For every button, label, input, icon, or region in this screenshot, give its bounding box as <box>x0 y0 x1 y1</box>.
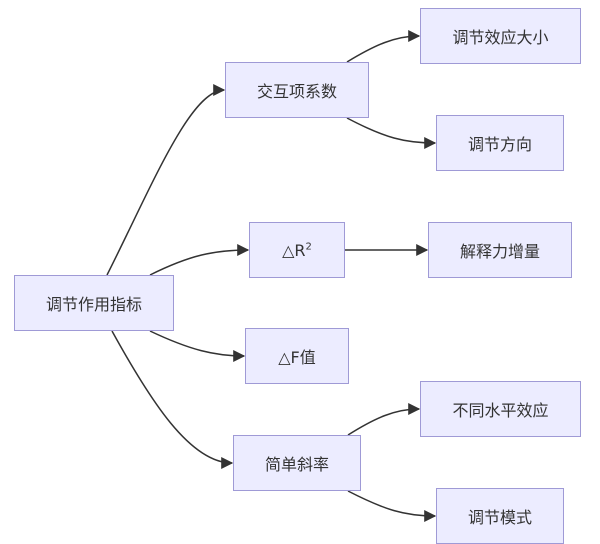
node-label: 解释力增量 <box>459 242 540 261</box>
node-label: 调节作用指标 <box>45 295 142 314</box>
diagram-canvas: 调节作用指标 交互项系数 调节效应大小 调节方向 △R2 解释力增量 △F值 简… <box>14 8 581 544</box>
edge-simple-slope-to-moderation-pattern <box>347 490 437 522</box>
node-label: 简单斜率 <box>264 455 329 474</box>
node-interaction-coefficient[interactable]: 交互项系数 <box>225 62 369 118</box>
node-explanatory-increment[interactable]: 解释力增量 <box>428 222 572 278</box>
node-effect-size[interactable]: 调节效应大小 <box>420 8 581 64</box>
edges-layer <box>106 30 437 522</box>
node-delta-r2[interactable]: △R2 <box>249 222 345 278</box>
edge-root-to-interaction-coef <box>106 84 226 276</box>
node-label: 不同水平效应 <box>452 401 549 420</box>
node-label: 调节模式 <box>467 508 532 527</box>
node-delta-f[interactable]: △F值 <box>245 328 349 384</box>
node-label: 调节效应大小 <box>452 28 549 47</box>
node-moderation-indicators[interactable]: 调节作用指标 <box>14 275 174 331</box>
node-moderation-pattern[interactable]: 调节模式 <box>436 488 564 544</box>
edge-root-to-delta-f <box>149 330 246 362</box>
edge-root-to-simple-slope <box>111 330 234 469</box>
edge-root-to-delta-r2 <box>149 244 250 276</box>
node-label: 交互项系数 <box>256 82 337 101</box>
edge-simple-slope-to-level-effects <box>347 403 421 436</box>
edge-interaction-coef-to-direction <box>346 117 437 149</box>
edge-interaction-coef-to-effect-size <box>346 30 421 63</box>
node-moderation-direction[interactable]: 调节方向 <box>436 115 564 171</box>
node-label: △F值 <box>278 348 316 367</box>
node-simple-slope[interactable]: 简单斜率 <box>233 435 361 491</box>
node-label: 调节方向 <box>467 135 532 154</box>
node-level-effects[interactable]: 不同水平效应 <box>420 381 581 437</box>
delta-r2-text: △R <box>282 240 306 260</box>
superscript-2: 2 <box>305 241 312 253</box>
node-label: △R2 <box>282 241 312 260</box>
